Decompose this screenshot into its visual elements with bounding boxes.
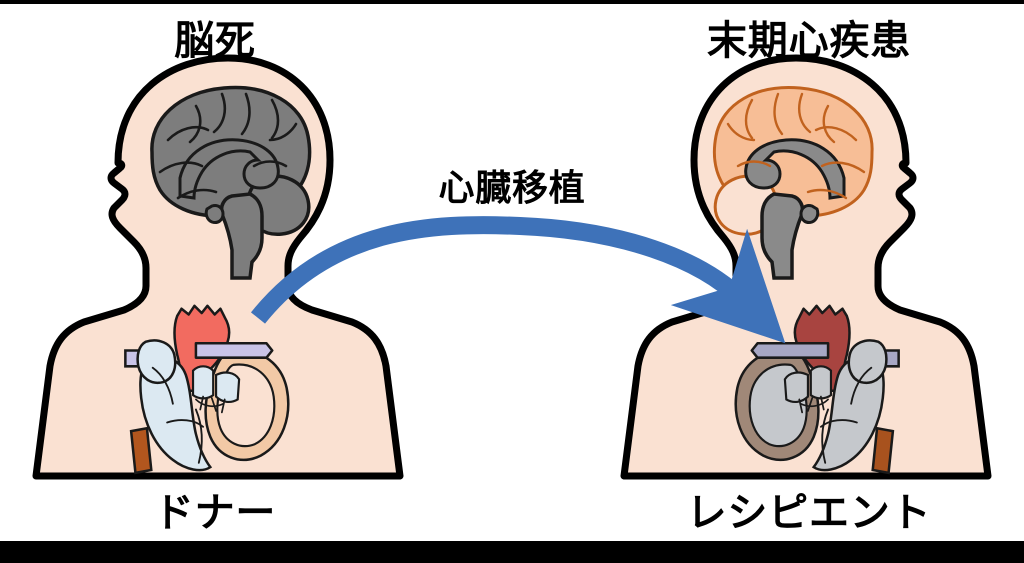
recipient-vena-cava: [871, 426, 895, 475]
bottom-black-bar: [0, 541, 1024, 563]
top-black-bar: [0, 0, 1024, 4]
recipient-role-label: レシピエント: [686, 490, 932, 536]
donor-pulmonary-artery: [194, 342, 274, 359]
recipient-pulmonary-artery: [750, 342, 830, 359]
donor-figure: [36, 58, 400, 476]
recipient-pituitary: [799, 203, 820, 225]
transplant-arrow: [250, 216, 786, 344]
donor-right-atrium: [136, 339, 177, 385]
procedure-label: 心臓移植: [438, 168, 586, 209]
recipient-condition-label: 末期心疾患: [707, 18, 911, 64]
donor-role-label: ドナー: [153, 490, 277, 536]
donor-condition-label: 脳死: [174, 18, 256, 64]
transplant-arrow-path: [250, 216, 786, 344]
donor-pituitary: [204, 203, 225, 225]
recipient-right-atrium: [847, 339, 888, 385]
donor-vena-cava: [129, 426, 153, 475]
